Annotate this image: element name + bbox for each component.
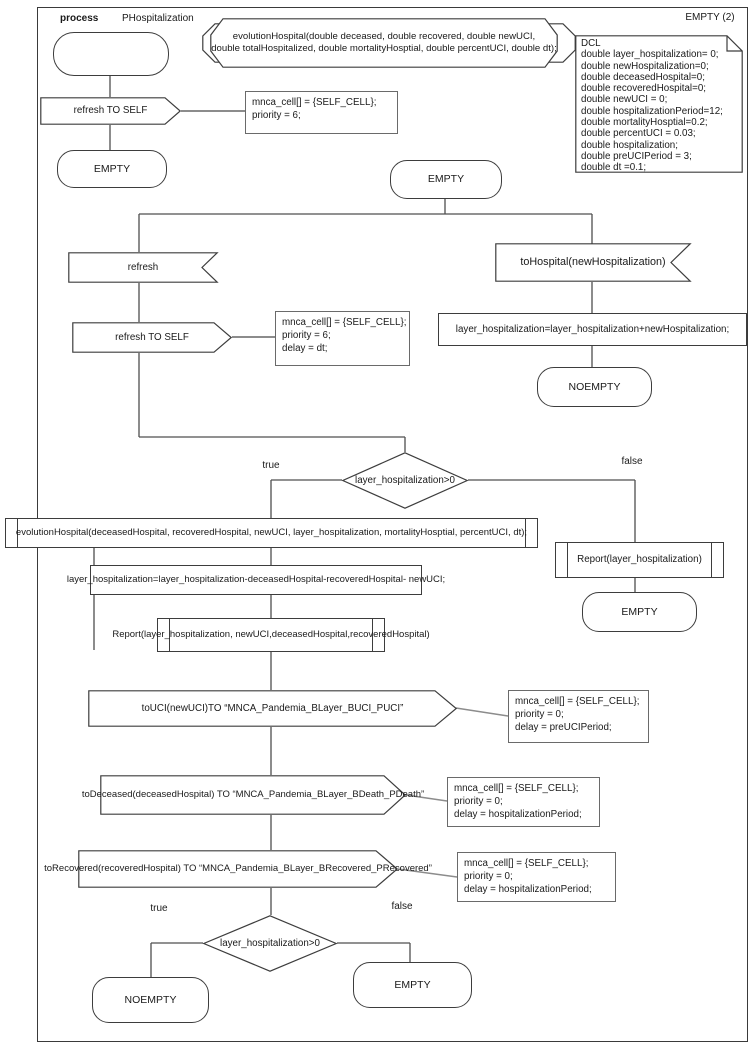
decision-label: layer_hospitalization>0 bbox=[355, 474, 455, 486]
state-empty-1: EMPTY bbox=[57, 150, 167, 188]
comment-line: priority = 6; bbox=[252, 110, 301, 122]
state-label: NOEMPTY bbox=[568, 380, 621, 393]
receive-label: toHospital(newHospitalization) bbox=[520, 256, 666, 269]
send-to-uci: toUCI(newUCI)TO “MNCA_Pandemia_BLayer_BU… bbox=[88, 690, 458, 727]
dcl-line: double newUCI = 0; bbox=[581, 94, 668, 106]
dcl-lines: DCL double layer_hospitalization= 0; dou… bbox=[581, 38, 741, 174]
procedure-call-report-simple: Report(layer_hospitalization) bbox=[555, 542, 724, 578]
comment-line: mnca_cell[] = {SELF_CELL}; bbox=[282, 317, 407, 328]
procedure-inner-line bbox=[169, 619, 171, 651]
declaration-line-2: double totalHospitalized, double mortali… bbox=[211, 43, 557, 54]
branch-true-label-1: true bbox=[262, 460, 280, 471]
comment-line: delay = hospitalizationPeriod; bbox=[464, 884, 592, 896]
state-noempty-bottom: NOEMPTY bbox=[92, 977, 209, 1023]
dcl-line: double dt =0.1; bbox=[581, 162, 647, 174]
task-subtract-hospitalization: layer_hospitalization=layer_hospitalizat… bbox=[67, 565, 445, 595]
decision-layer-hospitalization-1: layer_hospitalization>0 bbox=[341, 452, 469, 509]
send-refresh-to-self-1: refresh TO SELF bbox=[40, 97, 182, 125]
dcl-line: double preUCIPeriod = 3; bbox=[581, 150, 692, 162]
dcl-line: double layer_hospitalization= 0; bbox=[581, 49, 719, 61]
receive-label: refresh bbox=[127, 261, 159, 273]
branch-false-label-2: false bbox=[391, 901, 413, 912]
task-add-hospitalization: layer_hospitalization=layer_hospitalizat… bbox=[438, 313, 747, 346]
page-label: EMPTY (2) bbox=[685, 12, 735, 23]
comment-line: mnca_cell[] = {SELF_CELL}; bbox=[454, 783, 579, 794]
comment-line: mnca_cell[] = {SELF_CELL}; bbox=[464, 858, 589, 869]
dcl-line: double percentUCI = 0.03; bbox=[581, 128, 696, 140]
send-to-recovered: toRecovered(recoveredHospital) TO “MNCA_… bbox=[44, 850, 432, 888]
comment-preuciperiod: mnca_cell[] = {SELF_CELL}; priority = 0;… bbox=[508, 690, 649, 743]
comment-line: priority = 0; bbox=[464, 871, 513, 883]
comment-line: priority = 0; bbox=[454, 796, 503, 808]
procedure-inner-line bbox=[17, 519, 19, 547]
start-state-symbol bbox=[53, 32, 169, 76]
process-name: PHospitalization bbox=[122, 13, 194, 24]
comment-priority6-delay-dt: mnca_cell[] = {SELF_CELL}; priority = 6;… bbox=[275, 311, 410, 366]
state-empty-false: EMPTY bbox=[582, 592, 697, 632]
dcl-line: double newHospitalization=0; bbox=[581, 60, 709, 72]
procedure-label: Report(layer_hospitalization, newUCI,dec… bbox=[112, 628, 430, 640]
comment-line: mnca_cell[] = {SELF_CELL}; bbox=[515, 696, 640, 707]
comment-line: delay = hospitalizationPeriod; bbox=[454, 809, 582, 821]
comment-line: priority = 6; bbox=[282, 330, 331, 342]
comment-line: delay = dt; bbox=[282, 343, 328, 355]
task-label: layer_hospitalization=layer_hospitalizat… bbox=[66, 573, 446, 585]
comment-line: mnca_cell[] = {SELF_CELL}; bbox=[252, 97, 377, 108]
receive-refresh: refresh bbox=[68, 252, 219, 283]
send-refresh-to-self-2: refresh TO SELF bbox=[72, 322, 233, 353]
dcl-line: double hospitalization; bbox=[581, 139, 678, 151]
dcl-text-block: DCL double layer_hospitalization= 0; dou… bbox=[575, 35, 743, 173]
state-label: EMPTY bbox=[93, 162, 131, 175]
procedure-inner-line bbox=[567, 543, 569, 577]
branch-true-label-2: true bbox=[150, 903, 168, 914]
process-keyword: process bbox=[60, 13, 99, 24]
send-label: refresh TO SELF bbox=[115, 331, 189, 343]
branch-false-label-1: false bbox=[621, 456, 643, 467]
state-label: EMPTY bbox=[394, 978, 431, 991]
comment-priority6: mnca_cell[] = {SELF_CELL}; priority = 6; bbox=[245, 91, 398, 134]
dcl-line: double hospitalizationPeriod=12; bbox=[581, 105, 723, 117]
task-label: layer_hospitalization=layer_hospitalizat… bbox=[455, 323, 730, 335]
procedure-label: Report(layer_hospitalization) bbox=[577, 554, 702, 566]
state-label: EMPTY bbox=[621, 605, 658, 618]
send-label: toDeceased(deceasedHospital) TO “MNCA_Pa… bbox=[81, 788, 425, 800]
comment-hospitalizationperiod-1: mnca_cell[] = {SELF_CELL}; priority = 0;… bbox=[447, 777, 600, 827]
decision-layer-hospitalization-2: layer_hospitalization>0 bbox=[202, 915, 338, 972]
dcl-line: double deceasedHospital=0; bbox=[581, 71, 705, 83]
comment-line: delay = preUCIPeriod; bbox=[515, 722, 612, 734]
state-empty-top: EMPTY bbox=[390, 160, 502, 199]
dcl-line: double mortalityHosptial=0.2; bbox=[581, 117, 708, 129]
state-label: EMPTY bbox=[427, 173, 465, 186]
receive-to-hospital: toHospital(newHospitalization) bbox=[495, 243, 692, 282]
send-to-deceased: toDeceased(deceasedHospital) TO “MNCA_Pa… bbox=[82, 775, 424, 815]
decision-label: layer_hospitalization>0 bbox=[220, 937, 320, 949]
procedure-label: evolutionHospital(deceasedHospital, reco… bbox=[15, 526, 528, 538]
procedure-inner-line bbox=[371, 619, 373, 651]
declaration-line-1: evolutionHospital(double deceased, doubl… bbox=[232, 31, 536, 43]
procedure-inner-line bbox=[524, 519, 526, 547]
procedure-call-report-full: Report(layer_hospitalization, newUCI,dec… bbox=[112, 618, 430, 652]
state-noempty-right: NOEMPTY bbox=[537, 367, 652, 407]
procedure-inner-line bbox=[710, 543, 712, 577]
comment-hospitalizationperiod-2: mnca_cell[] = {SELF_CELL}; priority = 0;… bbox=[457, 852, 616, 902]
declaration-banner: evolutionHospital(double deceased, doubl… bbox=[210, 18, 558, 68]
dcl-line: DCL bbox=[581, 38, 601, 49]
state-empty-bottom: EMPTY bbox=[353, 962, 472, 1008]
send-label: toUCI(newUCI)TO “MNCA_Pandemia_BLayer_BU… bbox=[141, 702, 404, 714]
procedure-call-evolution-hospital: evolutionHospital(deceasedHospital, reco… bbox=[5, 518, 538, 548]
send-label: refresh TO SELF bbox=[73, 105, 148, 117]
send-label: toRecovered(recoveredHospital) TO “MNCA_… bbox=[44, 862, 432, 874]
comment-line: priority = 0; bbox=[515, 709, 564, 721]
dcl-line: double recoveredHospital=0; bbox=[581, 83, 706, 95]
state-label: NOEMPTY bbox=[124, 993, 177, 1006]
